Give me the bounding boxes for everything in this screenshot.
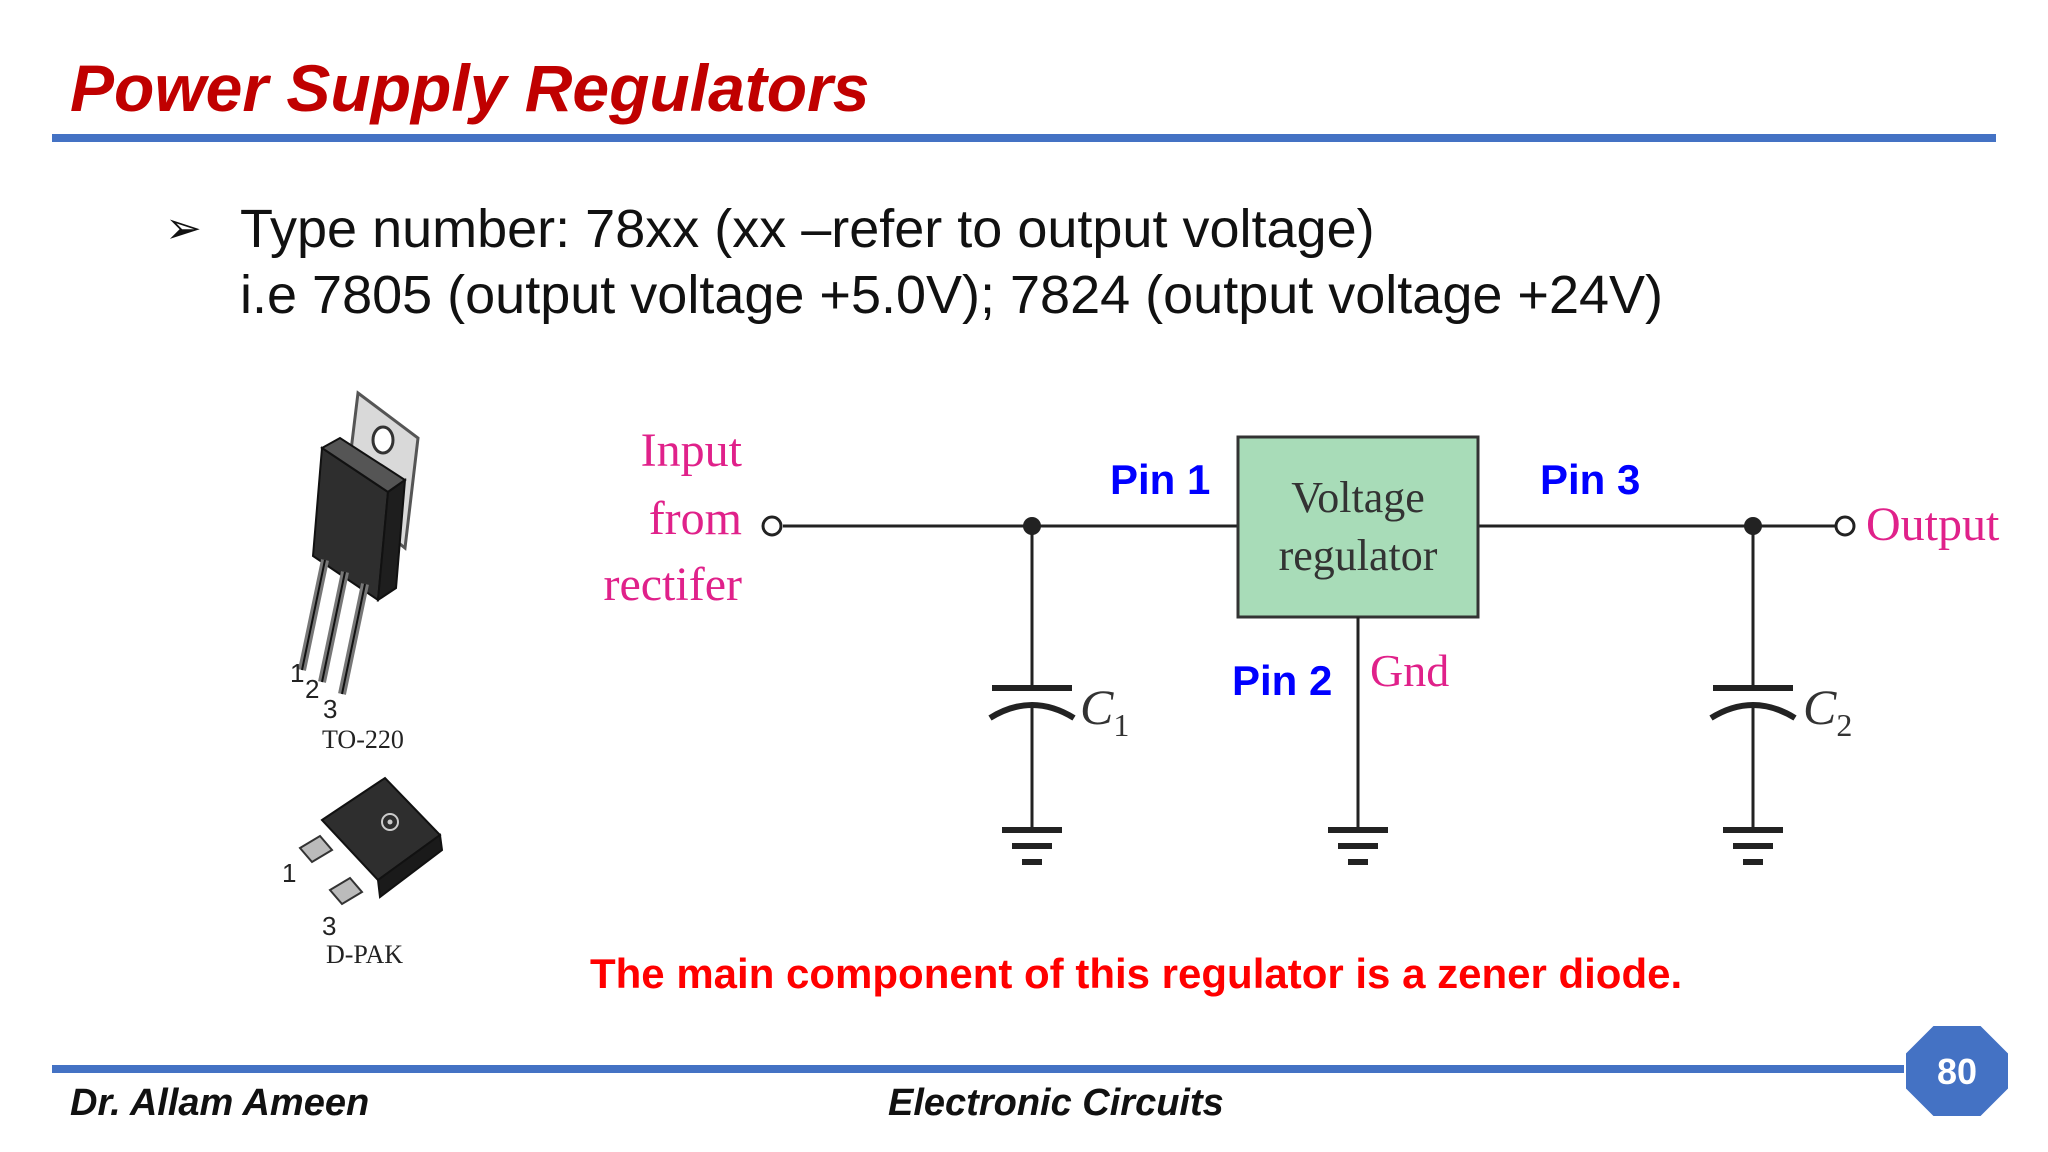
dpak-package-image (298, 776, 444, 906)
regulator-box-line-1: Voltage (1291, 473, 1425, 522)
bullet-text: Type number: 78xx (xx –refer to output v… (240, 196, 1663, 328)
bullet-block: ➢ Type number: 78xx (xx –refer to output… (165, 196, 1663, 328)
input-label-line-2: from (649, 492, 742, 545)
to220-label: TO-220 (322, 725, 404, 754)
pin-1-label: Pin 1 (1110, 456, 1210, 503)
to220-pin-1: 1 (290, 658, 304, 688)
input-terminal (761, 515, 783, 537)
gnd-label: Gnd (1370, 645, 1449, 696)
input-label-line-1: Input (641, 424, 743, 477)
to220-pin-2: 2 (305, 674, 319, 704)
voltage-regulator-box (1236, 435, 1480, 619)
ground-icon (1002, 827, 1062, 865)
footer-rule (52, 1065, 1957, 1073)
output-terminal (1834, 515, 1856, 537)
dpak-pin-3: 3 (322, 911, 336, 941)
zener-note: The main component of this regulator is … (590, 950, 1683, 997)
ground-icon (1723, 827, 1783, 865)
c2-label: C2 (1803, 679, 1852, 743)
pin-3-label: Pin 3 (1540, 456, 1640, 503)
bullet-item: ➢ Type number: 78xx (xx –refer to output… (165, 196, 1663, 328)
to220-package-image (298, 390, 420, 695)
regulator-box-line-2: regulator (1279, 531, 1438, 580)
dpak-label: D-PAK (326, 940, 403, 969)
dpak-pin-1: 1 (282, 858, 296, 888)
to220-pin-3: 3 (323, 694, 337, 724)
footer-course: Electronic Circuits (888, 1082, 1224, 1124)
page-number-badge: 80 (1904, 1024, 2010, 1118)
c1-label: C1 (1080, 679, 1129, 743)
output-label: Output (1866, 498, 2000, 551)
input-label-line-3: rectifer (603, 558, 742, 611)
arrowhead-bullet-icon: ➢ (165, 204, 202, 253)
ground-icon (1328, 827, 1388, 865)
footer-author: Dr. Allam Ameen (70, 1082, 370, 1124)
title-underline (52, 134, 1996, 142)
bullet-line-1: Type number: 78xx (xx –refer to output v… (240, 199, 1375, 259)
pin-2-label: Pin 2 (1232, 657, 1332, 704)
bullet-line-2: i.e 7805 (output voltage +5.0V); 7824 (o… (240, 265, 1664, 325)
page-number: 80 (1937, 1051, 1977, 1092)
slide-title: Power Supply Regulators (70, 51, 870, 125)
